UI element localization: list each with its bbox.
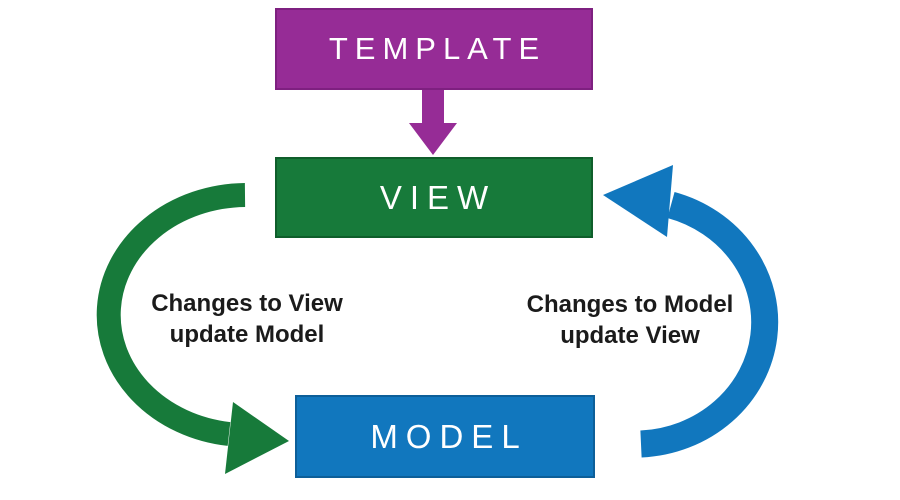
caption-line-2: update View	[560, 322, 700, 349]
caption-changes-to-view: Changes to View update Model	[127, 288, 367, 350]
model-to-view-arrowhead	[603, 165, 673, 237]
view-box: VIEW	[275, 157, 593, 238]
template-box: TEMPLATE	[275, 8, 593, 90]
view-to-model-arrow-arc	[96, 183, 246, 446]
view-label: VIEW	[379, 178, 497, 216]
caption-line-1: Changes to Model	[526, 291, 734, 318]
model-to-view-arrow-arc	[640, 191, 779, 458]
model-box: MODEL	[295, 395, 595, 478]
model-label: MODEL	[370, 417, 528, 455]
caption-line-2: update Model	[169, 321, 325, 348]
template-label: TEMPLATE	[328, 31, 547, 66]
template-to-view-arrow	[409, 90, 457, 155]
caption-line-1: Changes to View	[151, 290, 343, 317]
view-to-model-arrowhead	[225, 402, 289, 474]
caption-changes-to-model: Changes to Model update View	[510, 289, 750, 351]
